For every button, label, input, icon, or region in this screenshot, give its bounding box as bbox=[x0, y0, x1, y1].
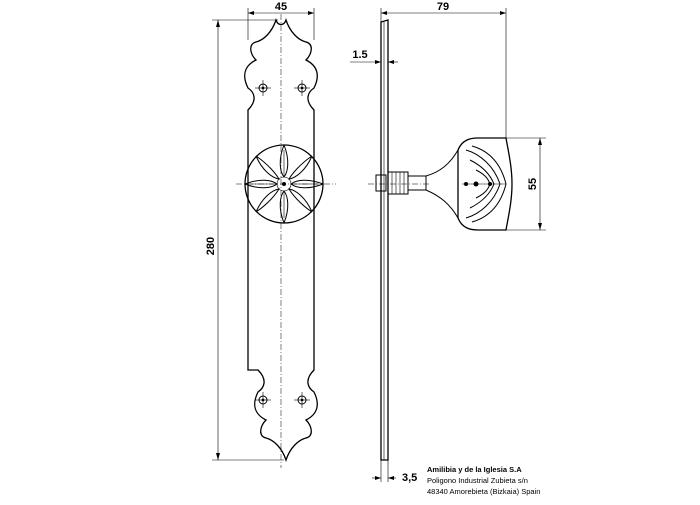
knob-head-side bbox=[457, 137, 513, 231]
dimension-edge-thickness: 3,5 bbox=[372, 460, 417, 484]
dimension-plate-thickness: 1.5 bbox=[350, 49, 398, 64]
dimension-knob-diameter-label: 55 bbox=[527, 178, 539, 190]
dimension-total-depth: 79 bbox=[380, 1, 507, 138]
screw-hole-top-left bbox=[255, 80, 271, 96]
dimension-plate-thickness-label: 1.5 bbox=[352, 49, 367, 61]
dimension-edge-thickness-label: 3,5 bbox=[402, 472, 417, 484]
company-info: Amilibia y de la Iglesia S.A Poligono In… bbox=[427, 465, 540, 496]
screw-hole-bottom-left bbox=[255, 392, 271, 408]
side-view bbox=[368, 19, 513, 461]
spindle-side bbox=[375, 171, 427, 195]
dimension-total-depth-label: 79 bbox=[437, 1, 449, 13]
dimension-knob-diameter: 55 bbox=[506, 137, 546, 231]
dimension-plate-width: 45 bbox=[247, 1, 315, 40]
dimension-plate-height-label: 280 bbox=[205, 237, 217, 255]
screw-hole-top-right bbox=[294, 80, 310, 96]
dimension-plate-width-label: 45 bbox=[275, 1, 287, 13]
knob-rosette-front bbox=[244, 144, 324, 224]
dimension-plate-height: 280 bbox=[205, 19, 284, 461]
escutcheon-plate-outline bbox=[244, 17, 318, 463]
company-name: Amilibia y de la Iglesia S.A bbox=[427, 465, 522, 474]
company-address-line2: 48340 Amorebieta (Bizkaia) Spain bbox=[427, 487, 540, 496]
plate-side-profile bbox=[380, 19, 389, 461]
company-address-line1: Poligono Industrial Zubieta s/n bbox=[427, 476, 528, 485]
knob-neck-side bbox=[425, 148, 459, 220]
front-view bbox=[236, 14, 336, 468]
screw-hole-bottom-right bbox=[294, 392, 310, 408]
